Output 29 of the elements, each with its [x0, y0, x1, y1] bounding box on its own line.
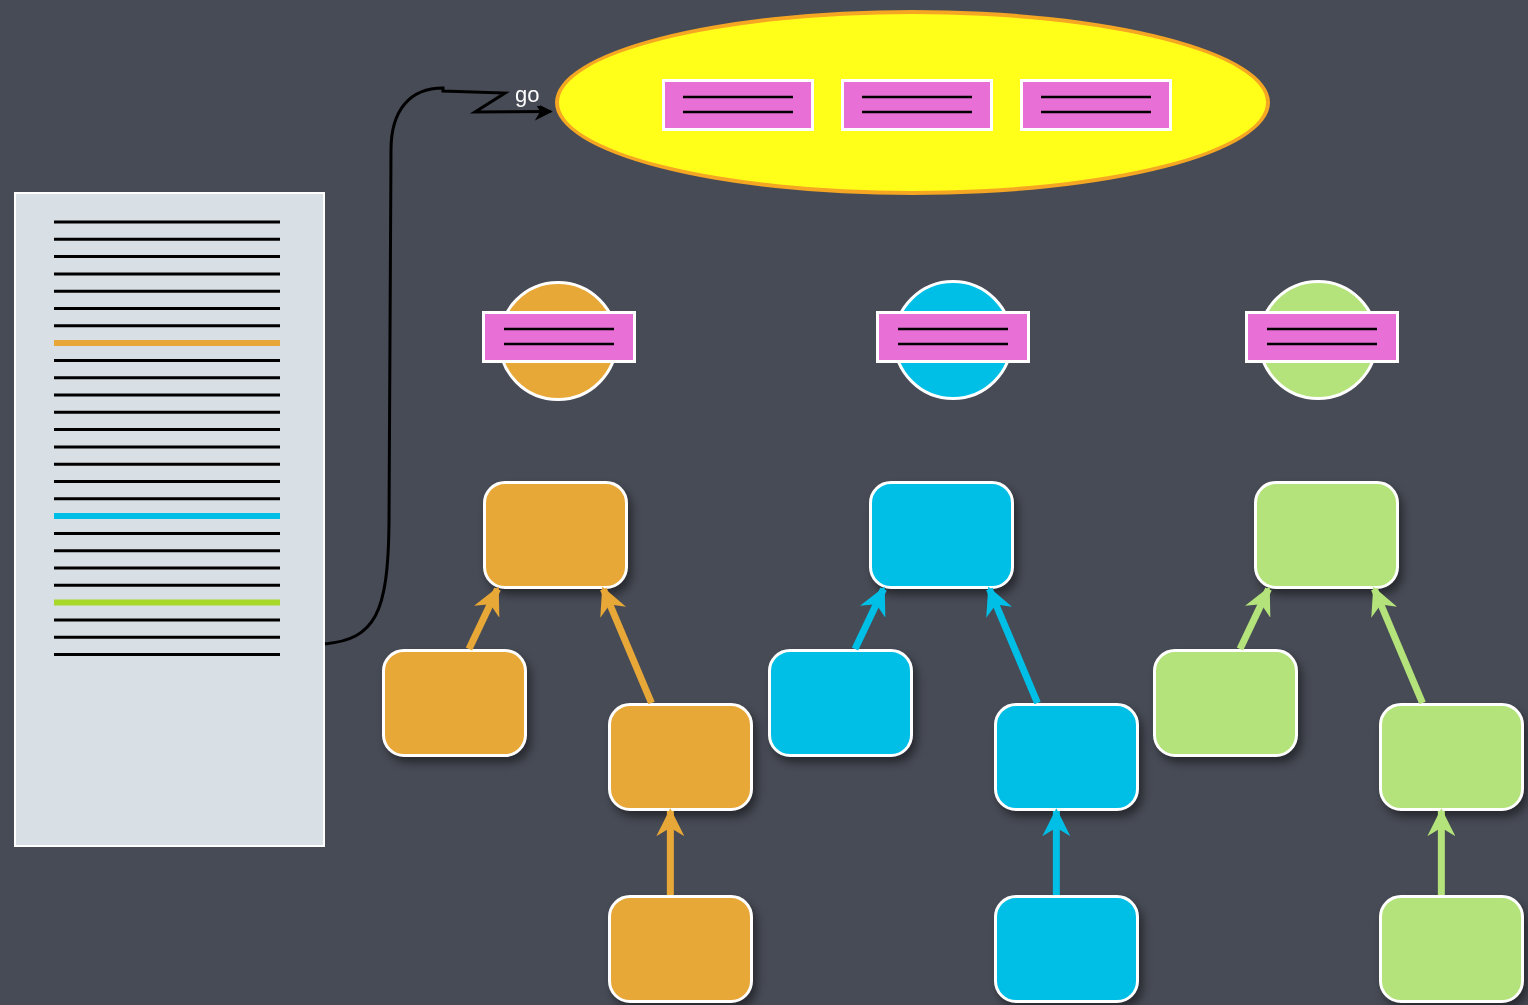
placeholder-card — [662, 79, 814, 131]
arrow — [600, 586, 655, 705]
arrow — [851, 586, 887, 651]
arrow — [1236, 586, 1272, 651]
rounded-box — [1153, 649, 1298, 757]
placeholder-card — [482, 311, 636, 363]
arrow — [986, 586, 1041, 705]
rounded-box — [869, 481, 1014, 589]
arrow — [1371, 586, 1426, 705]
arrow — [1042, 808, 1071, 895]
document-page — [14, 192, 325, 847]
rounded-box — [1379, 703, 1524, 811]
placeholder-card — [1245, 311, 1399, 363]
rounded-box — [1254, 481, 1399, 589]
rounded-box — [994, 895, 1139, 1003]
arrow — [656, 808, 685, 895]
rounded-box — [483, 481, 628, 589]
arrow — [324, 86, 553, 646]
rounded-box — [608, 895, 753, 1003]
rounded-box — [608, 703, 753, 811]
rounded-box — [994, 703, 1139, 811]
placeholder-card — [876, 311, 1030, 363]
arrow — [1427, 808, 1456, 895]
placeholder-card — [841, 79, 993, 131]
rounded-box — [382, 649, 527, 757]
placeholder-card — [1020, 79, 1172, 131]
arrow — [465, 586, 501, 651]
rounded-box — [768, 649, 913, 757]
rounded-box — [1379, 895, 1524, 1003]
